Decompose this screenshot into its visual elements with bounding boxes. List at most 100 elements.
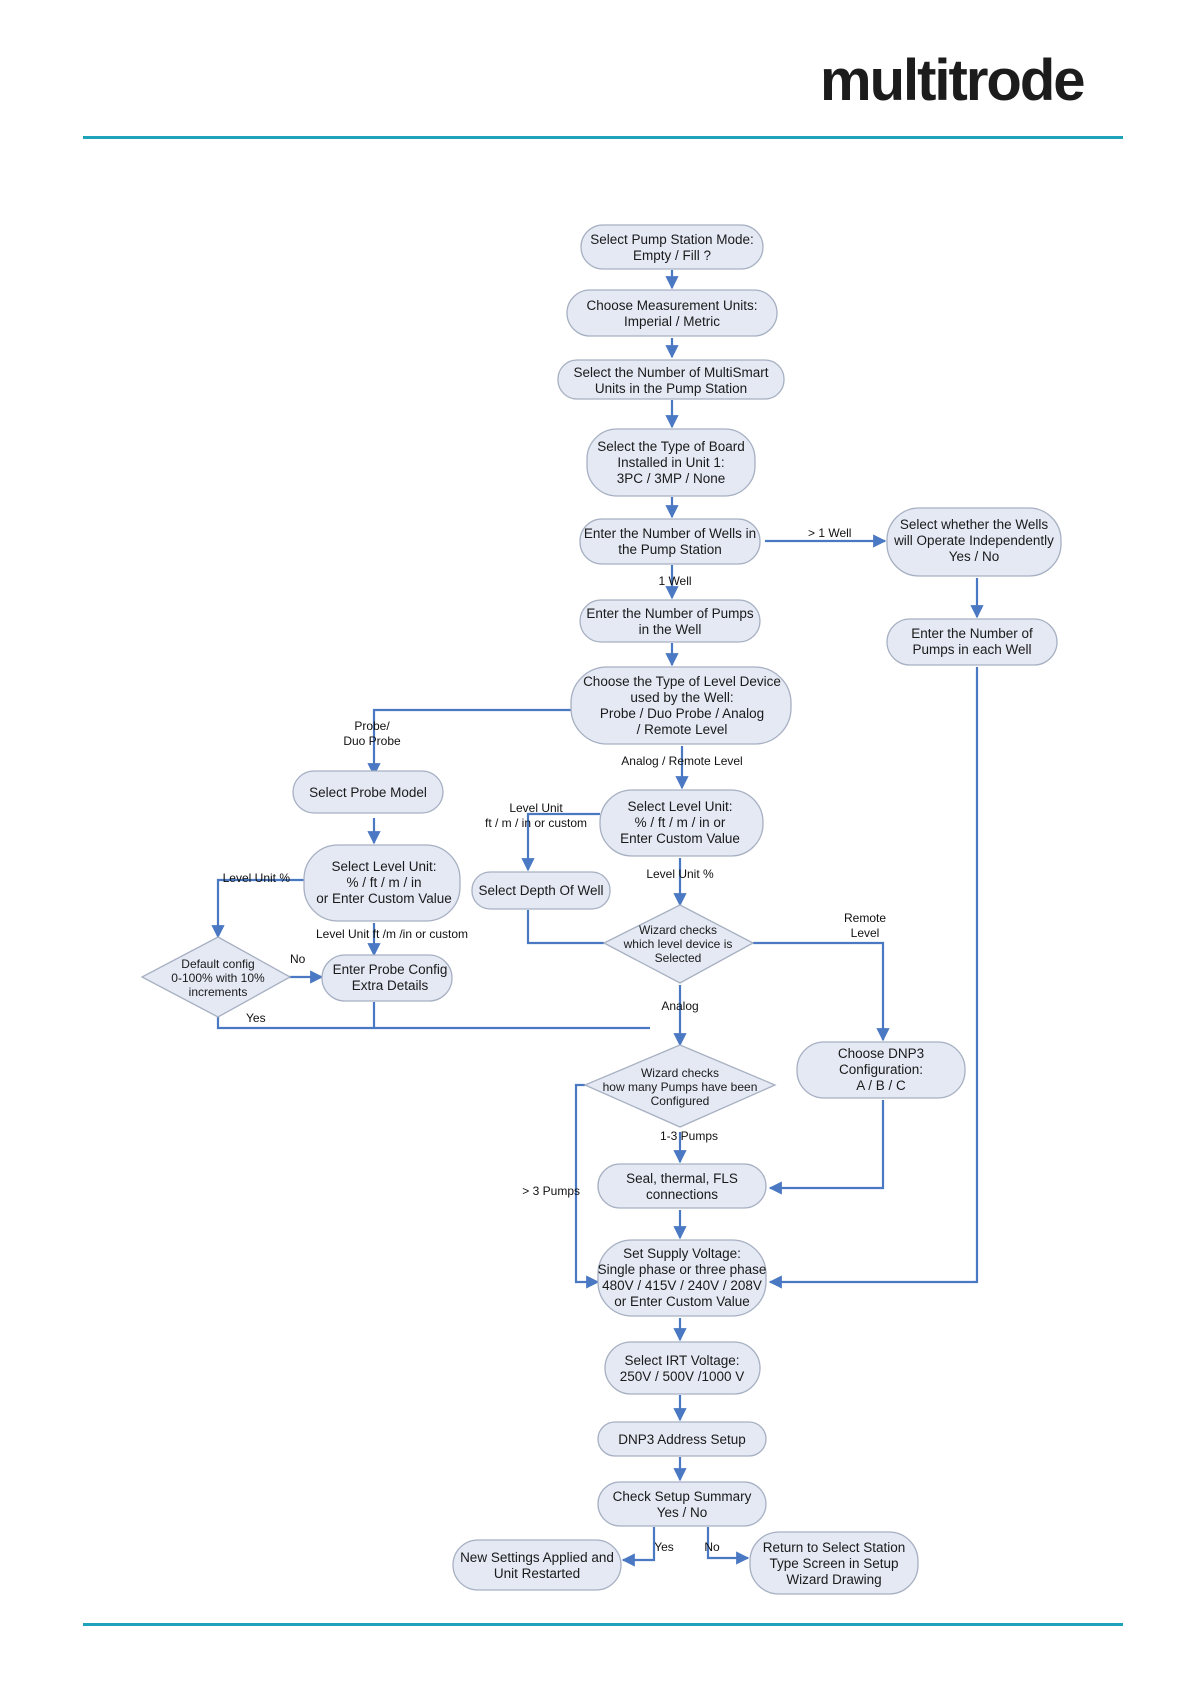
label-level: Level xyxy=(851,926,880,940)
edge-level-probe xyxy=(367,708,575,777)
flow-edges xyxy=(211,270,984,1567)
node-irt-voltage: Select IRT Voltage:250V / 500V /1000 V xyxy=(604,1341,761,1395)
node-text-level-device-3: / Remote Level xyxy=(637,722,728,737)
node-text-level-device-0: Choose the Type of Level Device xyxy=(583,674,781,689)
node-text-num-wells-1: the Pump Station xyxy=(618,542,722,557)
node-text-probe-level-unit-2: or Enter Custom Value xyxy=(316,891,452,906)
node-text-return-select-0: Return to Select Station xyxy=(763,1540,906,1555)
edge-labels: > 1 Well 1 Well Probe/ Duo Probe Analog … xyxy=(223,526,887,1554)
node-text-supply-voltage-1: Single phase or three phase xyxy=(598,1262,767,1277)
node-text-supply-voltage-2: 480V / 415V / 240V / 208V xyxy=(602,1278,762,1293)
node-text-num-units-1: Units in the Pump Station xyxy=(595,381,747,396)
node-text-wizard-level-2: Selected xyxy=(655,951,702,965)
edge-dnp3-seal xyxy=(768,1100,885,1195)
label-level-unit-pct-analog: Level Unit % xyxy=(646,867,714,881)
node-text-board-type-0: Select the Type of Board xyxy=(597,439,745,454)
node-text-level-device-1: used by the Well: xyxy=(630,690,733,705)
node-text-wells-independent-2: Yes / No xyxy=(949,549,1000,564)
label-yes: Yes xyxy=(246,1011,266,1025)
edge-depth-wizard xyxy=(526,910,604,945)
node-text-return-select-1: Type Screen in Setup xyxy=(769,1556,898,1571)
edge-wizard-dnp3 xyxy=(753,941,890,1042)
node-text-num-wells-0: Enter the Number of Wells in xyxy=(584,526,756,541)
node-text-probe-model-0: Select Probe Model xyxy=(309,785,427,800)
node-text-num-units-0: Select the Number of MultiSmart xyxy=(573,365,768,380)
label-1-3-pumps: 1-3 Pumps xyxy=(660,1129,718,1143)
label-analog-remote: Analog / Remote Level xyxy=(621,754,742,768)
edge-analog-depth xyxy=(521,812,600,872)
label-remote: Remote xyxy=(844,911,886,925)
node-text-units-1: Imperial / Metric xyxy=(624,314,720,329)
label-duo-probe: Duo Probe xyxy=(343,734,401,748)
edge-pumpseach-voltage xyxy=(768,667,979,1289)
node-text-analog-level-unit-0: Select Level Unit: xyxy=(627,799,732,814)
node-text-pump-mode-0: Select Pump Station Mode: xyxy=(590,232,754,247)
node-text-default-config-2: increments xyxy=(189,985,248,999)
label-probe: Probe/ xyxy=(354,719,390,733)
label-gt-3-pumps: > 3 Pumps xyxy=(522,1184,580,1198)
node-text-board-type-1: Installed in Unit 1: xyxy=(617,455,724,470)
node-text-wells-independent-1: will Operate Independently xyxy=(893,533,1054,548)
edge-default-yes xyxy=(216,1017,650,1030)
label-summary-no: No xyxy=(704,1540,720,1554)
edge-summary-yes xyxy=(621,1527,656,1567)
header-rule xyxy=(83,136,1123,139)
node-depth-of-well: Select Depth Of Well xyxy=(471,871,611,910)
node-text-default-config-1: 0-100% with 10% xyxy=(171,971,265,985)
label-gt-1-well: > 1 Well xyxy=(808,526,851,540)
node-text-wizard-pumps-0: Wizard checks xyxy=(641,1066,719,1080)
node-text-units-0: Choose Measurement Units: xyxy=(586,298,757,313)
node-text-board-type-2: 3PC / 3MP / None xyxy=(617,471,726,486)
node-text-irt-voltage-0: Select IRT Voltage: xyxy=(624,1353,739,1368)
node-text-pumps-each-well-1: Pumps in each Well xyxy=(912,642,1031,657)
node-text-irt-voltage-1: 250V / 500V /1000 V xyxy=(620,1369,745,1384)
node-text-wells-independent-0: Select whether the Wells xyxy=(900,517,1049,532)
node-text-analog-level-unit-1: % / ft / m / in or xyxy=(635,815,726,830)
node-supply-voltage: Set Supply Voltage:Single phase or three… xyxy=(597,1239,767,1317)
node-text-wizard-level-1: which level device is xyxy=(623,937,733,951)
node-text-dnp3-address-0: DNP3 Address Setup xyxy=(618,1432,746,1447)
label-level-unit-pct-probe: Level Unit % xyxy=(223,871,291,885)
label-level-unit-ft-probe: Level Unit ft /m /in or custom xyxy=(316,927,468,941)
node-text-dnp3-config-2: A / B / C xyxy=(856,1078,906,1093)
edge-unit-default xyxy=(211,878,308,939)
logo-wordmark: multitrode xyxy=(820,48,1084,113)
label-no: No xyxy=(290,952,306,966)
node-text-seal-thermal-0: Seal, thermal, FLS xyxy=(626,1171,738,1186)
node-text-analog-level-unit-2: Enter Custom Value xyxy=(620,831,740,846)
node-text-wizard-level-0: Wizard checks xyxy=(639,923,717,937)
node-text-settings-applied-1: Unit Restarted xyxy=(494,1566,580,1581)
edge-summary-no xyxy=(706,1527,750,1565)
node-text-settings-applied-0: New Settings Applied and xyxy=(460,1550,614,1565)
node-text-probe-config-0: Enter Probe Config xyxy=(333,962,448,977)
node-text-dnp3-config-0: Choose DNP3 xyxy=(838,1046,924,1061)
label-level-unit: Level Unit xyxy=(509,801,563,815)
node-text-dnp3-config-1: Configuration: xyxy=(839,1062,923,1077)
node-text-check-summary-0: Check Setup Summary xyxy=(613,1489,752,1504)
node-dnp3-address: DNP3 Address Setup xyxy=(597,1421,767,1457)
node-text-seal-thermal-1: connections xyxy=(646,1187,718,1202)
footer-rule xyxy=(83,1623,1123,1626)
node-text-wizard-pumps-1: how many Pumps have been xyxy=(603,1080,758,1094)
label-1-well: 1 Well xyxy=(658,574,691,588)
node-text-supply-voltage-3: or Enter Custom Value xyxy=(614,1294,750,1309)
node-text-supply-voltage-0: Set Supply Voltage: xyxy=(623,1246,741,1261)
node-text-level-device-2: Probe / Duo Probe / Analog xyxy=(600,706,764,721)
multitrode-logo: multitrode xyxy=(820,48,1086,113)
